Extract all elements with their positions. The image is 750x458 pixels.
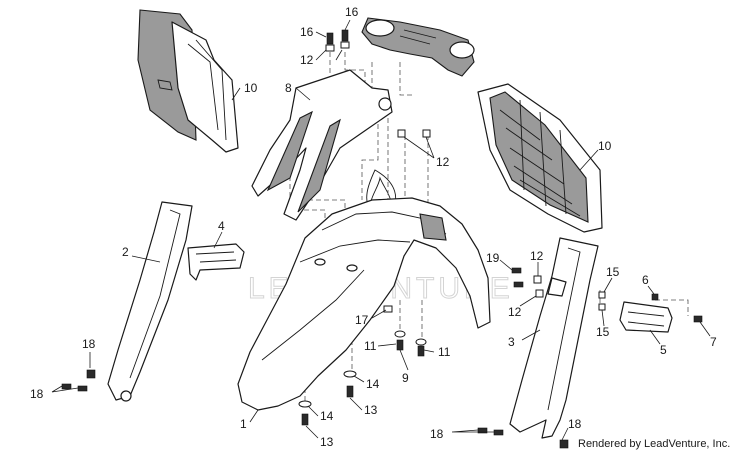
hardware (61, 29, 703, 449)
callout-13: 13 (364, 403, 378, 417)
fork-clamp-left (187, 243, 245, 281)
front-fender (237, 197, 491, 411)
callout-18: 18 (568, 417, 582, 431)
render-credit: Rendered by LeadVenture, Inc. (578, 438, 731, 450)
callout-10: 10 (244, 81, 258, 95)
leader-lines (51, 19, 711, 441)
callout-16: 16 (300, 25, 314, 39)
callout-6: 6 (642, 273, 649, 287)
callout-4: 4 (218, 219, 225, 233)
fork-clamp-right (619, 301, 673, 333)
callout-10: 10 (598, 139, 612, 153)
callout-8: 8 (285, 81, 292, 95)
callout-3: 3 (508, 335, 515, 349)
callout-11: 11 (438, 345, 451, 359)
callout-19: 19 (486, 251, 500, 265)
callout-14: 14 (366, 377, 380, 391)
callout-11: 11 (364, 339, 377, 353)
callout-2: 2 (122, 245, 129, 259)
callout-5: 5 (660, 343, 667, 357)
fork-guard-left (107, 201, 193, 402)
radiator-shroud-left (137, 9, 239, 153)
callout-12: 12 (530, 249, 544, 263)
callout-17: 17 (355, 313, 369, 327)
callout-15: 15 (596, 325, 610, 339)
callout-12: 12 (300, 53, 314, 67)
number-plate-mount (251, 69, 393, 221)
callout-14: 14 (320, 409, 334, 423)
callout-12: 12 (436, 155, 450, 169)
fork-guard-right (509, 237, 599, 439)
callout-18: 18 (430, 427, 444, 441)
callout-18: 18 (82, 337, 96, 351)
radiator-guard-right (477, 83, 603, 233)
callout-16: 16 (345, 5, 359, 19)
callout-13: 13 (320, 435, 334, 449)
callout-7: 7 (710, 335, 717, 349)
callout-15: 15 (606, 265, 620, 279)
callout-1: 1 (240, 417, 247, 431)
triple-clamp (361, 17, 475, 77)
callout-12: 12 (508, 305, 522, 319)
callout-18: 18 (30, 387, 44, 401)
callout-labels: 16 16 12 8 10 12 10 4 2 18 18 17 11 11 9… (30, 5, 717, 449)
callout-9: 9 (402, 371, 409, 385)
